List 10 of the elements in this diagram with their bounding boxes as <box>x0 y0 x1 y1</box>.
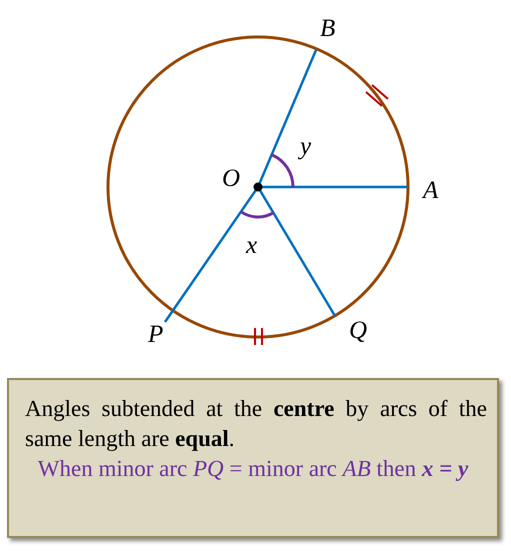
point-label: O <box>222 166 240 191</box>
angle-label: x <box>246 233 258 258</box>
point-label: Q <box>349 318 368 343</box>
point-label: A <box>423 178 438 203</box>
note-text: When minor arc PQ = minor arc AB then x = y <box>36 455 470 483</box>
point-label: B <box>320 16 336 41</box>
angle-label: y <box>300 134 312 159</box>
note-box <box>7 378 499 538</box>
point-label: P <box>148 322 164 347</box>
note-text: Angles subtended at the centre by arcs of the same length are equal. <box>24 395 488 453</box>
